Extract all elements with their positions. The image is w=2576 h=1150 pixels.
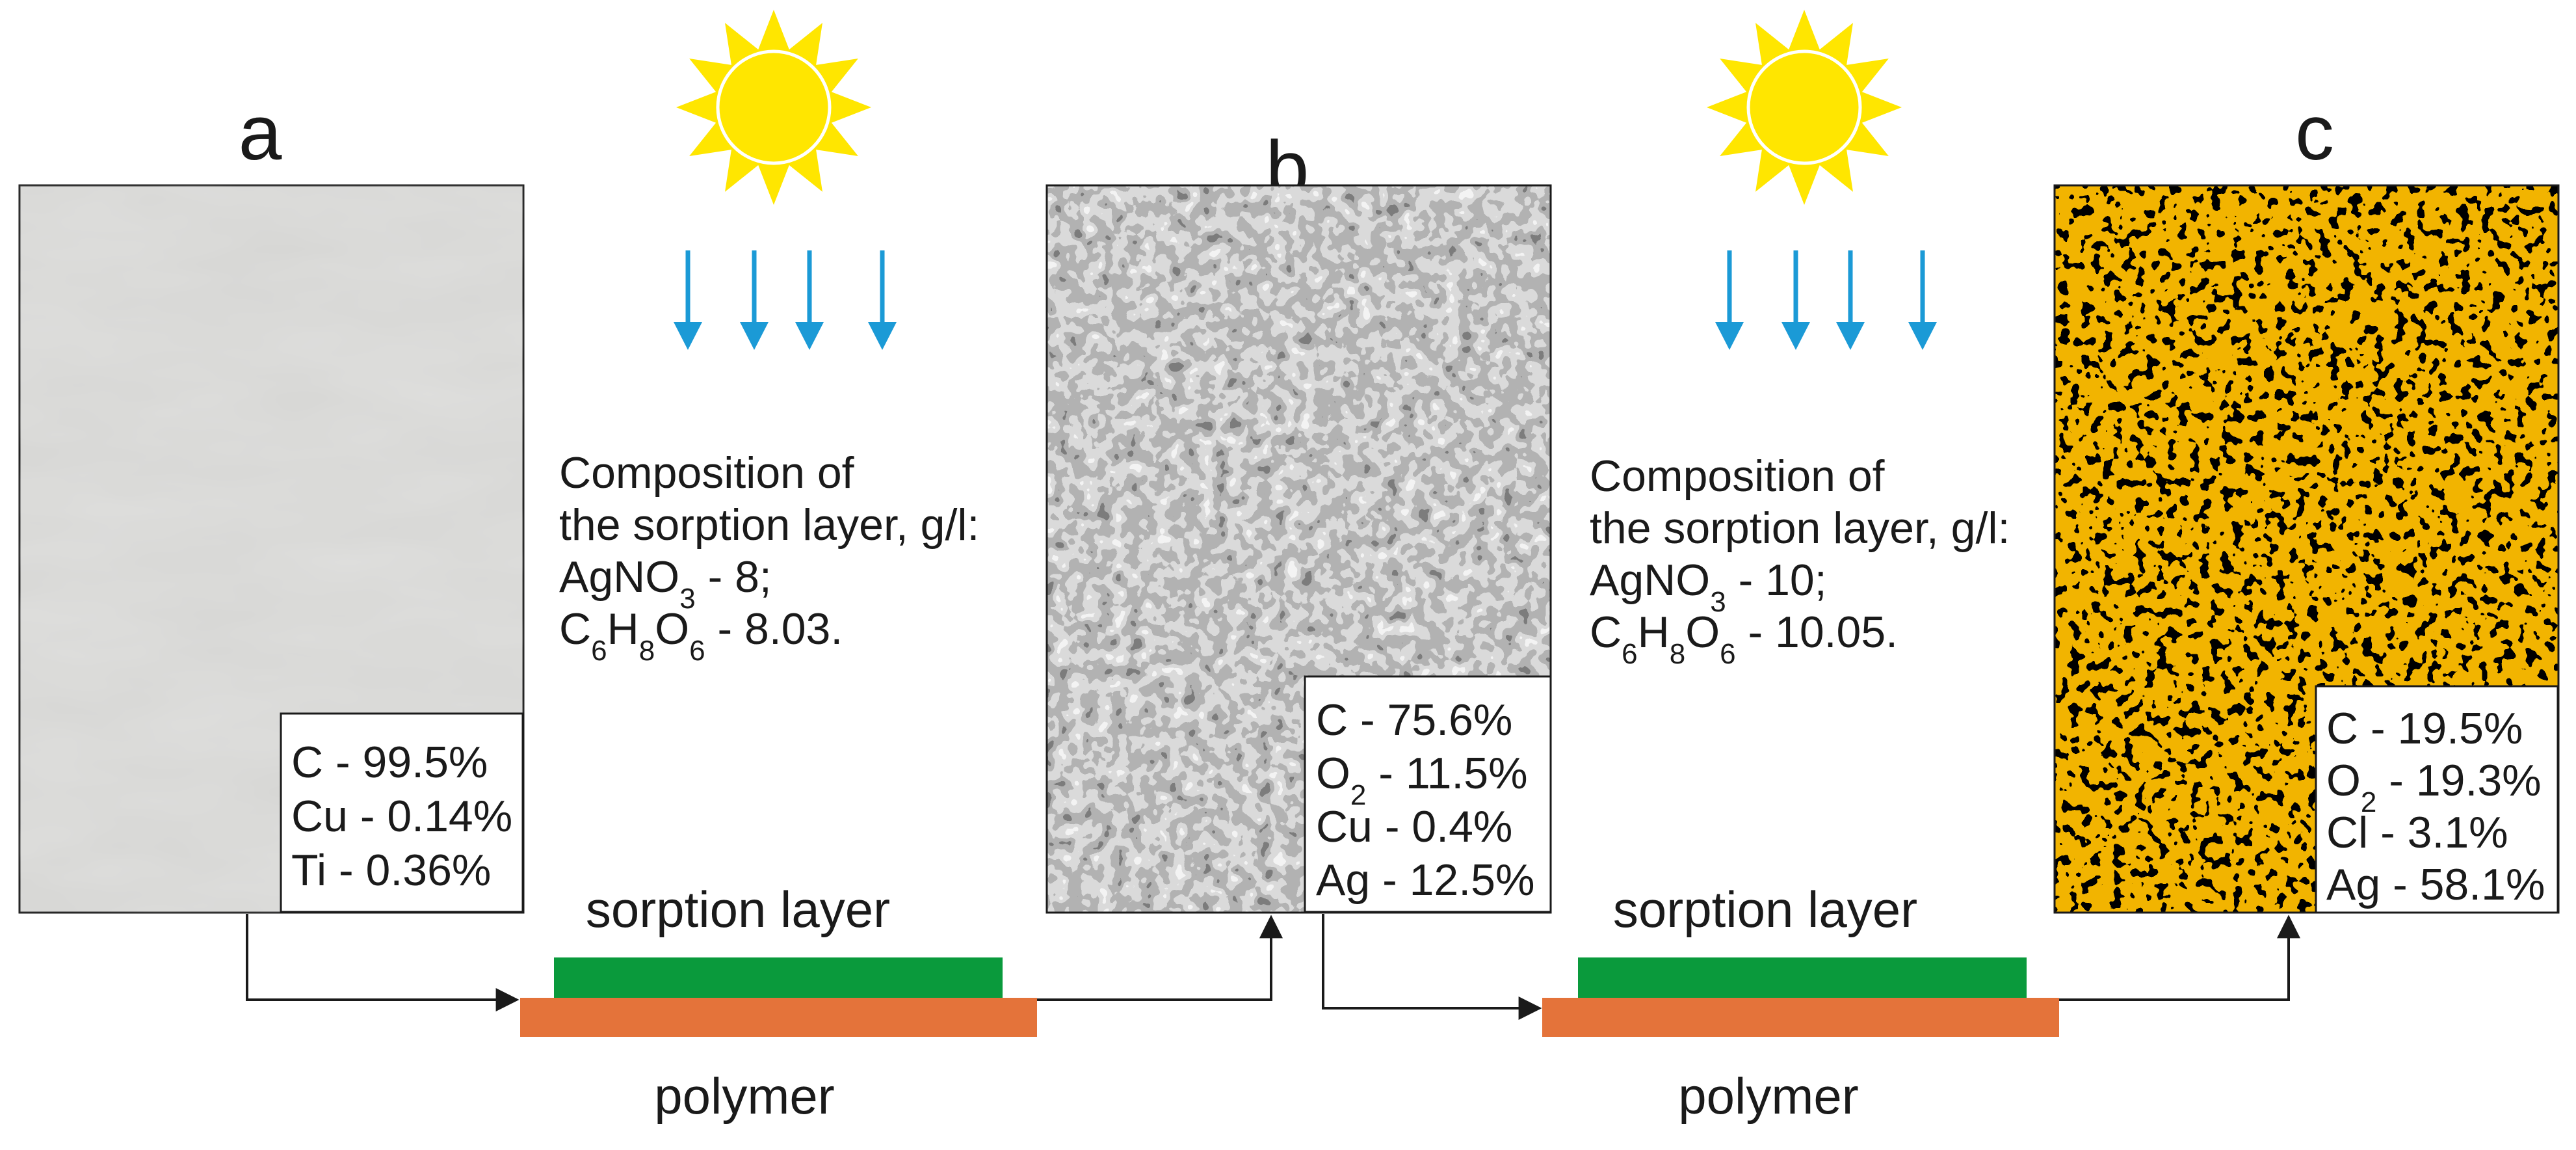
uv-arrows (1715, 250, 1937, 350)
sorption-layer (1578, 957, 2027, 998)
composition-reagent: AgNO3 - 8; (559, 552, 772, 615)
composition-line: Ag - 58.1% (2326, 860, 2545, 909)
arrow-down-icon (740, 250, 769, 350)
composition-reagent: AgNO3 - 10; (1590, 555, 1827, 618)
sun-icon (676, 10, 871, 205)
composition-reagent: C6H8O6 - 10.05. (1590, 608, 1898, 670)
panel-a-label: a (239, 89, 282, 176)
polymer-layer (520, 998, 1037, 1037)
arrow-icon (2059, 915, 2300, 1001)
sun-icon (1707, 10, 1902, 205)
step1-composition: Composition of the sorption layer, g/l: … (559, 448, 979, 667)
arrow-down-icon (1836, 250, 1865, 350)
composition-line: C - 19.5% (2326, 704, 2523, 753)
composition-box-c: C - 19.5% O2 - 19.3% Cl - 3.1% Ag - 58.1… (2315, 685, 2559, 914)
arrow-down-icon (1715, 250, 1744, 350)
composition-box-b: C - 75.6% O2 - 11.5% Cu - 0.4% Ag - 12.5… (1304, 675, 1552, 913)
composition-reagent: C6H8O6 - 8.03. (559, 604, 843, 667)
polymer-label: polymer (654, 1067, 834, 1125)
step2-composition: Composition of the sorption layer, g/l: … (1590, 451, 2010, 670)
composition-title: the sorption layer, g/l: (1590, 503, 2010, 553)
composition-title: the sorption layer, g/l: (559, 500, 979, 550)
composition-line: O2 - 19.3% (2326, 756, 2542, 818)
arrow-down-icon (1781, 250, 1810, 350)
arrow-down-icon (1908, 250, 1937, 350)
arrow-icon (1037, 915, 1283, 1001)
arrow-icon (246, 914, 519, 1011)
layer-stack-2: sorption layer polymer (1542, 881, 2059, 1125)
composition-line: Cu - 0.4% (1316, 802, 1512, 851)
polymer-layer (1542, 998, 2059, 1037)
sorption-layer (554, 957, 1003, 998)
polymer-label: polymer (1678, 1067, 1858, 1125)
composition-line: C - 75.6% (1316, 695, 1512, 745)
flow-arrows (246, 914, 2300, 1020)
panel-c-label: c (2295, 89, 2334, 176)
composition-line: O2 - 11.5% (1316, 749, 1528, 811)
arrow-down-icon (674, 250, 702, 350)
composition-title: Composition of (1590, 451, 1885, 501)
sorption-layer-label: sorption layer (586, 881, 890, 938)
uv-arrows (674, 250, 897, 350)
composition-line: Ti - 0.36% (291, 846, 491, 895)
layer-stack-1: sorption layer polymer (520, 881, 1037, 1125)
arrow-down-icon (795, 250, 824, 350)
arrow-icon (1322, 914, 1542, 1020)
composition-line: C - 99.5% (291, 738, 488, 787)
arrow-down-icon (868, 250, 897, 350)
composition-line: Cl - 3.1% (2326, 808, 2508, 857)
composition-box-a: C - 99.5% Cu - 0.14% Ti - 0.36% (280, 712, 524, 913)
composition-line: Cu - 0.14% (291, 792, 512, 841)
composition-line: Ag - 12.5% (1316, 855, 1534, 905)
sorption-layer-label: sorption layer (1613, 881, 1917, 938)
composition-title: Composition of (559, 448, 854, 498)
